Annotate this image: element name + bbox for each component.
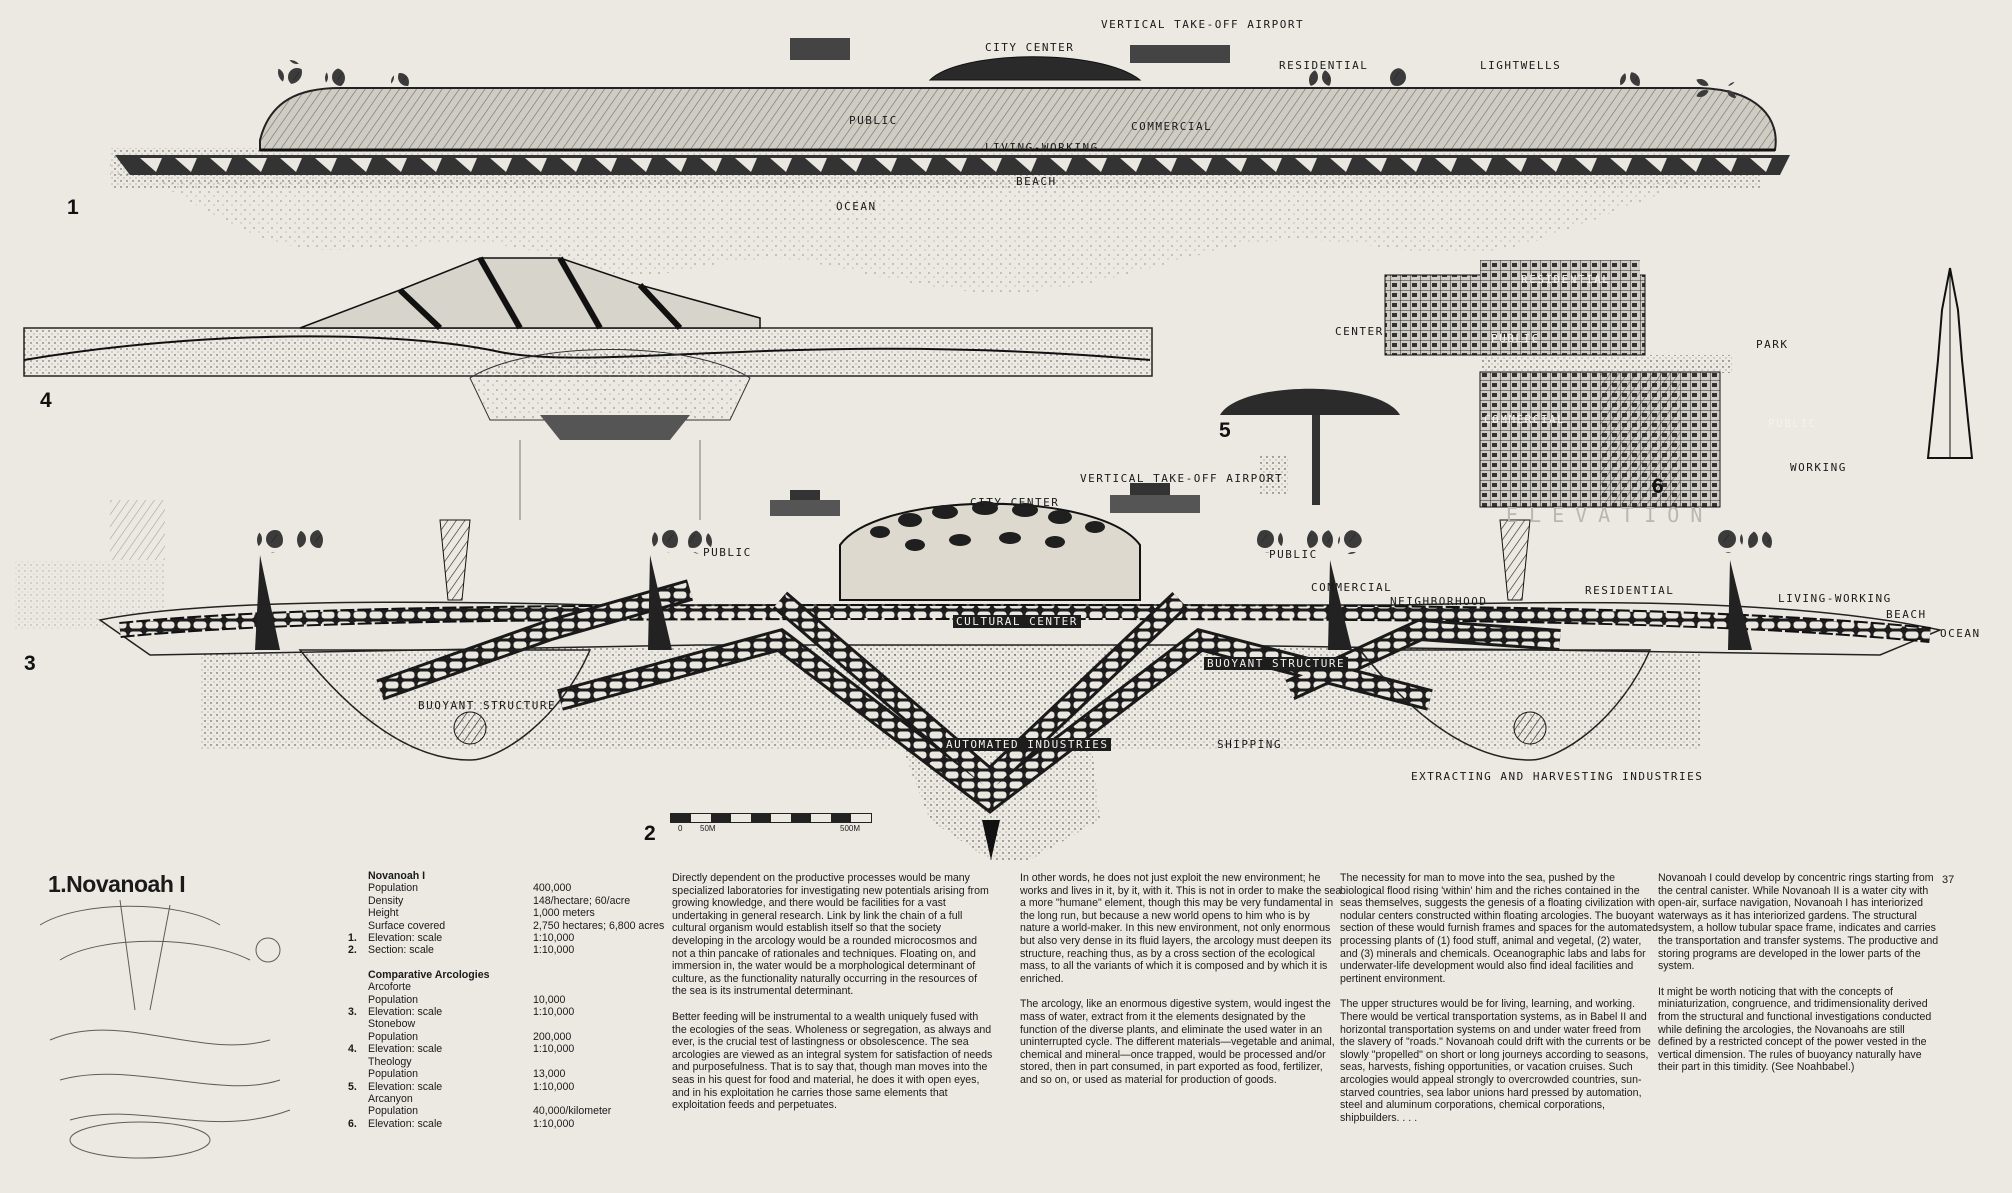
- paragraph: It might be worth noticing that with the…: [1658, 985, 1932, 1074]
- page-number: 37: [1942, 874, 1955, 886]
- label-center-6: CENTER: [1335, 325, 1384, 338]
- label-neighborhood-2: NEIGHBORHOOD: [1390, 595, 1488, 608]
- label-living-working-1: LIVING-WORKING: [985, 141, 1099, 154]
- text-column-3: The necessity for man to move into the s…: [1340, 872, 1658, 1137]
- paragraph: Novanoah I could develop by concentric r…: [1658, 872, 1939, 973]
- figure-number-1: 1: [67, 196, 79, 219]
- scale-end: 500M: [840, 824, 861, 833]
- label-buoyant-structure-right: BUOYANT STRUCTURE: [1204, 657, 1349, 670]
- figure-number-3: 3: [24, 652, 36, 675]
- label-automated-industries: AUTOMATED INDUSTRIES: [943, 738, 1112, 751]
- figure-number-2: 2: [644, 822, 656, 845]
- text-column-1: Directly dependent on the productive pro…: [672, 872, 994, 1125]
- label-city-center-1: CITY CENTER: [985, 41, 1075, 54]
- label-lightwells-1: LIGHTWELLS: [1480, 59, 1562, 72]
- label-public-2a: PUBLIC: [703, 546, 752, 559]
- label-cultural-center: CULTURAL CENTER: [953, 615, 1081, 628]
- label-elevation: ELEVATION: [1506, 503, 1714, 527]
- label-beach-2: BEACH: [1886, 608, 1927, 621]
- label-ocean-2: OCEAN: [1940, 627, 1981, 640]
- plate-5-theology: [1220, 388, 1400, 505]
- label-shipping: SHIPPING: [1217, 738, 1282, 751]
- paragraph: The arcology, like an enormous digestive…: [1020, 998, 1335, 1086]
- plate-3-arcoforte: [14, 500, 165, 630]
- label-buoyant-structure-left: BUOYANT STRUCTURE: [418, 699, 557, 712]
- table-row: Arcoforte: [368, 981, 411, 994]
- paragraph: In other words, he does not just exploit…: [1020, 872, 1342, 985]
- label-commercial-2: COMMERCIAL: [1311, 581, 1393, 594]
- paragraph: The upper structures would be for living…: [1340, 998, 1651, 1124]
- label-living-working-2: LIVING-WORKING: [1778, 592, 1892, 605]
- label-extracting-harvesting: EXTRACTING AND HARVESTING INDUSTRIES: [1411, 770, 1704, 783]
- label-residential-6: RESIDENTIAL: [1521, 273, 1611, 286]
- table-row: Stonebow: [368, 1018, 416, 1031]
- figure-number-5: 5: [1219, 419, 1231, 442]
- label-city-center-2: CITY CENTER: [970, 496, 1060, 509]
- scale-zero: 0: [678, 824, 683, 833]
- plate-4-stonebow: [23, 256, 1153, 520]
- text-column-4: Novanoah I could develop by concentric r…: [1658, 872, 1940, 1087]
- plate-6-arcanyon: [1384, 260, 1974, 508]
- paragraph: The necessity for man to move into the s…: [1340, 872, 1658, 985]
- plate-1-elevation: [110, 38, 1790, 293]
- label-ocean-1: OCEAN: [836, 200, 877, 213]
- scale-mid: 50M: [700, 824, 716, 833]
- label-residential-2: RESIDENTIAL: [1585, 584, 1675, 597]
- label-vertical-takeoff-airport-2: VERTICAL TAKE-OFF AIRPORT: [1080, 472, 1284, 485]
- table-row: Arcanyon: [368, 1092, 413, 1105]
- page-title: 1.Novanoah I: [48, 871, 186, 897]
- table-row: Theology: [368, 1055, 412, 1068]
- figure-number-6: 6: [1652, 475, 1664, 498]
- label-working-6: WORKING: [1790, 461, 1847, 474]
- figure-number-4: 4: [40, 389, 52, 412]
- label-vertical-takeoff-airport-1: VERTICAL TAKE-OFF AIRPORT: [1101, 18, 1305, 31]
- paragraph: Directly dependent on the productive pro…: [672, 872, 989, 998]
- stats-heading: Novanoah I: [368, 870, 426, 882]
- text-column-2: In other words, he does not just exploit…: [1020, 872, 1342, 1100]
- label-public-2b: PUBLIC: [1269, 548, 1318, 561]
- label-public-1: PUBLIC: [849, 114, 898, 127]
- label-commercial-6: COMMERCIAL: [1484, 413, 1566, 426]
- sketch-thumbnail: [39, 899, 291, 1159]
- label-commercial-1: COMMERCIAL: [1131, 120, 1213, 133]
- label-residential-1: RESIDENTIAL: [1279, 59, 1369, 72]
- paragraph: Better feeding will be instrumental to a…: [672, 1010, 993, 1112]
- scale-bar: [670, 813, 872, 823]
- label-beach-1: BEACH: [1016, 175, 1057, 188]
- plate-2-section: [98, 483, 1943, 860]
- stats-heading-2: Comparative Arcologies: [368, 968, 490, 981]
- label-public-6a: PUBLIC: [1491, 332, 1540, 345]
- label-park-6: PARK: [1756, 338, 1789, 351]
- label-public-6b: PUBLIC: [1768, 417, 1817, 430]
